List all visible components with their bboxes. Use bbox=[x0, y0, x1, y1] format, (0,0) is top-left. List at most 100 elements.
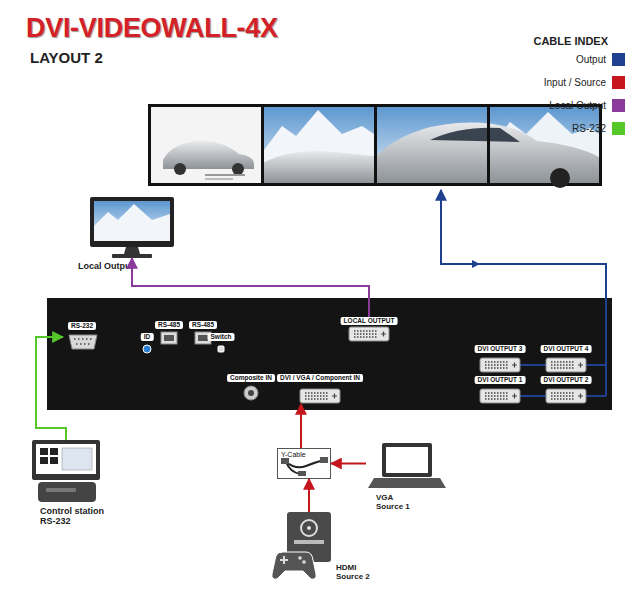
bezel bbox=[487, 107, 490, 183]
port-label: Composite IN bbox=[227, 374, 275, 382]
ad-text-bar bbox=[205, 178, 233, 180]
din-connector bbox=[248, 390, 254, 396]
y-cable-plug bbox=[298, 471, 306, 476]
laptop-source: VGA Source 1 bbox=[366, 442, 446, 489]
port-label: LOCAL OUTPUT bbox=[341, 317, 398, 325]
dvi-output-port: DVI OUTPUT 3 bbox=[470, 345, 530, 373]
y-cable-box: Y-Cable bbox=[277, 448, 331, 479]
ad-text-bar bbox=[205, 174, 245, 176]
station-base bbox=[38, 482, 96, 502]
gamepad bbox=[272, 552, 316, 579]
port-label: ID bbox=[141, 333, 154, 341]
port-label: RS-232 bbox=[68, 322, 96, 330]
screen-tile bbox=[50, 448, 58, 455]
hdmi-source: HDMI Source 2 bbox=[268, 512, 332, 578]
disc-logo bbox=[301, 520, 317, 536]
diagram-title: DVI-VIDEOWALL-4X bbox=[26, 12, 278, 44]
screen-tile bbox=[40, 457, 48, 464]
port-label: DVI OUTPUT 1 bbox=[475, 376, 526, 384]
device-chassis bbox=[47, 298, 612, 410]
legend-text: RS-232 bbox=[572, 122, 606, 135]
switch-button: Switch bbox=[206, 333, 236, 355]
cable bbox=[308, 479, 310, 512]
screen-tile bbox=[50, 457, 58, 464]
monitor-screen bbox=[94, 201, 170, 241]
port-label: DVI OUTPUT 2 bbox=[541, 376, 592, 384]
y-cable-panel bbox=[277, 448, 331, 479]
port-label: DVI / VGA / Component IN bbox=[277, 374, 363, 382]
rs232-port: RS-232 bbox=[63, 322, 101, 352]
legend-text: Output bbox=[576, 53, 606, 66]
mountain bbox=[94, 204, 170, 241]
node-label: Control station RS-232 bbox=[40, 506, 115, 527]
y-cable-plug bbox=[320, 457, 328, 463]
car-wheel bbox=[550, 168, 570, 188]
monitor-base bbox=[112, 254, 152, 258]
node-label: HDMI Source 2 bbox=[336, 563, 376, 581]
rj45-jack bbox=[164, 335, 174, 341]
dvi-connector bbox=[480, 389, 520, 403]
dvi-input-port: DVI / VGA / Component IN bbox=[280, 374, 360, 404]
legend-swatch bbox=[612, 76, 625, 89]
laptop-base bbox=[368, 478, 446, 488]
dvi-output-port: DVI OUTPUT 1 bbox=[470, 376, 530, 404]
port-label: DVI OUTPUT 4 bbox=[541, 345, 592, 353]
station-monitor bbox=[32, 440, 100, 480]
legend-text: Input / Source bbox=[544, 76, 606, 89]
node-label: VGA Source 1 bbox=[376, 493, 414, 511]
video-wall bbox=[148, 104, 602, 186]
id-button bbox=[143, 345, 151, 353]
dvi-connector bbox=[546, 389, 586, 403]
node-label: Local Output bbox=[78, 261, 168, 271]
gamepad-dpad bbox=[280, 556, 288, 564]
laptop-screen bbox=[386, 447, 428, 473]
gamepad-button bbox=[298, 556, 302, 560]
monitor-stand bbox=[124, 247, 140, 254]
dvi-connector bbox=[480, 358, 520, 372]
gamepad-button bbox=[302, 560, 306, 564]
monitor-frame bbox=[90, 197, 174, 247]
port-label: RS-485 bbox=[189, 321, 217, 329]
legend-heading: CABLE INDEX bbox=[533, 35, 608, 47]
y-cable-wire bbox=[286, 460, 324, 467]
cable bbox=[300, 404, 302, 448]
port-label: RS-485 bbox=[155, 321, 183, 329]
wall-panel bbox=[264, 107, 374, 183]
din-connector bbox=[244, 386, 258, 400]
db9-connector bbox=[69, 335, 97, 349]
rs485-port: RS-485 bbox=[156, 321, 182, 345]
rj45-jack bbox=[161, 332, 177, 344]
rj45-jack bbox=[198, 335, 208, 341]
station-screen bbox=[36, 444, 96, 474]
layout-label: LAYOUT 2 bbox=[30, 49, 103, 66]
legend-swatch bbox=[612, 53, 625, 66]
y-cable-plug bbox=[281, 458, 289, 464]
screen-tile bbox=[40, 448, 48, 455]
legend-swatch bbox=[612, 122, 625, 135]
dvi-connector bbox=[546, 358, 586, 372]
wall-panel bbox=[151, 107, 261, 183]
db9-pins bbox=[74, 338, 92, 340]
node-label: Y-Cable bbox=[281, 450, 306, 459]
car-window bbox=[430, 128, 520, 142]
legend-swatch bbox=[612, 99, 625, 112]
dvi-connector bbox=[300, 389, 340, 403]
cable bbox=[36, 337, 66, 440]
bezel bbox=[374, 107, 377, 183]
cable bbox=[331, 463, 366, 465]
legend-text: Local Output bbox=[549, 99, 606, 112]
dvi-output-port: DVI OUTPUT 2 bbox=[536, 376, 596, 404]
local-monitor: Local Output bbox=[90, 197, 174, 258]
car-image bbox=[264, 151, 374, 183]
db9-pins bbox=[76, 343, 90, 345]
control-station: Control station RS-232 bbox=[32, 440, 100, 502]
id-button: ID bbox=[138, 333, 156, 355]
output-cable bbox=[441, 190, 606, 396]
switch-button bbox=[218, 346, 224, 352]
bluray-logo-bar bbox=[294, 540, 324, 544]
flow-arrow bbox=[472, 260, 480, 268]
local-output-port: LOCAL OUTPUT bbox=[340, 317, 398, 341]
bezel bbox=[261, 107, 264, 183]
mountain bbox=[264, 110, 374, 183]
car-wheel bbox=[174, 163, 186, 175]
